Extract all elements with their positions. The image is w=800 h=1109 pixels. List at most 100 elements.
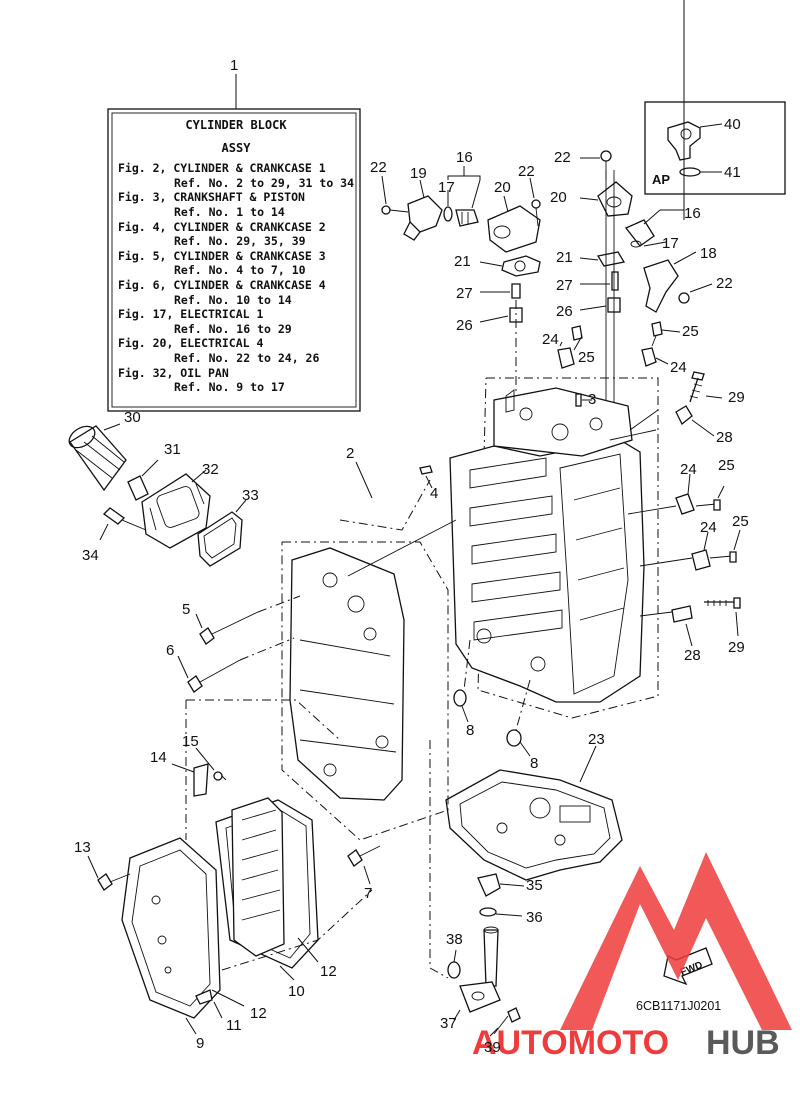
dowel-pins (419, 393, 592, 489)
legend-fig: Fig. 6, CYLINDER & CRANKCASE 4 (118, 277, 326, 292)
callout-ref: 22 (370, 159, 387, 176)
callout-ref: 20 (494, 179, 511, 196)
right-side-fasteners (557, 321, 741, 647)
callout-ref: 2 (346, 445, 354, 462)
legend-ref-number: 1 (230, 57, 238, 74)
callout-ref: 8 (466, 722, 474, 739)
legend-ref: Ref. No. 16 to 29 (174, 321, 292, 336)
legend-ref: Ref. No. 1 to 14 (174, 204, 285, 219)
callout-ref: 36 (526, 909, 543, 926)
callout-ref: 24 (542, 331, 559, 348)
legend-line: Ref. No. 22 to 24, 26 (118, 351, 354, 366)
legend-line: Ref. No. 4 to 7, 10 (118, 263, 354, 278)
crankcase-bolts (177, 595, 381, 885)
legend-line: Fig. 17, ELECTRICAL 1 (118, 307, 354, 322)
legend-line: Ref. No. 16 to 29 (118, 322, 354, 337)
callout-ref: 10 (288, 983, 305, 1000)
callout-ref: 28 (684, 647, 701, 664)
legend-line: Fig. 20, ELECTRICAL 4 (118, 336, 354, 351)
callout-ref: 27 (456, 285, 473, 302)
gasket-part-23 (445, 745, 623, 881)
legend-text-block: CYLINDER BLOCK ASSY Fig. 2, CYLINDER & C… (118, 118, 354, 395)
watermark-logo (560, 852, 792, 1030)
callout-ref: 11 (226, 1017, 242, 1034)
callout-ref: 12 (320, 963, 337, 980)
callout-ref: 25 (578, 349, 595, 366)
legend-ref: Ref. No. 10 to 14 (174, 292, 292, 307)
callout-ref: 17 (662, 235, 679, 252)
crankcase-left (281, 461, 457, 841)
legend-ref: Ref. No. 22 to 24, 26 (174, 350, 320, 365)
callout-ref: 23 (588, 731, 605, 748)
watermark-text-secondary: HUB (706, 1024, 780, 1062)
callout-ref: 38 (446, 931, 463, 948)
legend-ref: Ref. No. 4 to 7, 10 (174, 263, 306, 278)
callout-ref: 22 (716, 275, 733, 292)
legend-line: Ref. No. 10 to 14 (118, 293, 354, 308)
legend-line: Ref. No. 29, 35, 39 (118, 234, 354, 249)
legend-ref: Ref. No. 2 to 29, 31 to 34 (174, 175, 355, 190)
legend-fig: Fig. 5, CYLINDER & CRANKCASE 3 (118, 248, 326, 263)
legend-line: Ref. No. 1 to 14 (118, 205, 354, 220)
callout-ref: 24 (680, 461, 697, 478)
oil-filter-part-30 (68, 423, 127, 492)
callout-ref: 15 (182, 733, 199, 750)
callout-ref: 25 (682, 323, 699, 340)
callout-ref: 32 (202, 461, 219, 478)
callout-ref: 6 (166, 642, 174, 659)
legend-fig: Fig. 17, ELECTRICAL 1 (118, 307, 264, 322)
callout-ref: 29 (728, 389, 745, 406)
legend-title: CYLINDER BLOCK (185, 118, 287, 132)
callout-ref: 31 (164, 441, 181, 458)
callout-ref: 26 (456, 317, 473, 334)
callout-ref: 39 (484, 1039, 501, 1056)
legend-ref: Ref. No. 29, 35, 39 (174, 234, 306, 249)
callout-ref: 22 (554, 149, 571, 166)
diagram-code: 6CB1171J0201 (636, 999, 721, 1013)
callout-ref: 24 (670, 359, 687, 376)
legend-fig: Fig. 20, ELECTRICAL 4 (118, 336, 264, 351)
callout-ref: 16 (684, 205, 701, 222)
callout-ref: 40 (724, 116, 741, 133)
callout-ref: 29 (728, 639, 745, 656)
callout-ref: 35 (526, 877, 543, 894)
legend-line: Ref. No. 2 to 29, 31 to 34 (118, 176, 354, 191)
legend-fig: Fig. 2, CYLINDER & CRANKCASE 1 (118, 161, 326, 176)
callout-ref: 34 (82, 547, 99, 564)
exhaust-cover-assembly (87, 699, 373, 1035)
callout-ref: 7 (364, 885, 372, 902)
callout-ref: 3 (588, 391, 596, 408)
callout-ref: 28 (716, 429, 733, 446)
legend-ref: Ref. No. 9 to 17 (174, 380, 285, 395)
legend-line: Fig. 6, CYLINDER & CRANKCASE 4 (118, 278, 354, 293)
callout-ref: 41 (724, 164, 741, 181)
callout-ref: 37 (440, 1015, 457, 1032)
callout-ref: 20 (550, 189, 567, 206)
oil-strainer-assembly (429, 740, 525, 1037)
callout-numbers: 2 3 4 5 6 7 8 8 9 10 11 12 12 13 14 15 1… (74, 116, 749, 1056)
callout-ref: 17 (438, 179, 455, 196)
callout-ref: 5 (182, 601, 190, 618)
callout-ref: 25 (718, 457, 735, 474)
watermark-text-primary: AUTOMOTO (472, 1024, 669, 1062)
callout-ref: 27 (556, 277, 573, 294)
ap-tag: AP (652, 172, 670, 187)
thermostat-cluster-left (381, 166, 541, 400)
callout-ref: 4 (430, 485, 438, 502)
callout-ref: 24 (700, 519, 717, 536)
cylinder-block-main (449, 377, 693, 719)
legend-subtitle: ASSY (221, 140, 251, 155)
legend-box: 1 (107, 57, 361, 412)
callout-ref: 12 (250, 1005, 267, 1022)
legend-line: Fig. 5, CYLINDER & CRANKCASE 3 (118, 249, 354, 264)
callout-ref: 14 (150, 749, 167, 766)
callout-ref: 21 (556, 249, 573, 266)
legend-fig: Fig. 4, CYLINDER & CRANKCASE 2 (118, 219, 326, 234)
callout-ref: 9 (196, 1035, 204, 1052)
callout-ref: 22 (518, 163, 535, 180)
legend-line: Fig. 32, OIL PAN (118, 366, 354, 381)
callout-ref: 8 (530, 755, 538, 772)
callout-ref: 25 (732, 513, 749, 530)
callout-ref: 30 (124, 409, 141, 426)
